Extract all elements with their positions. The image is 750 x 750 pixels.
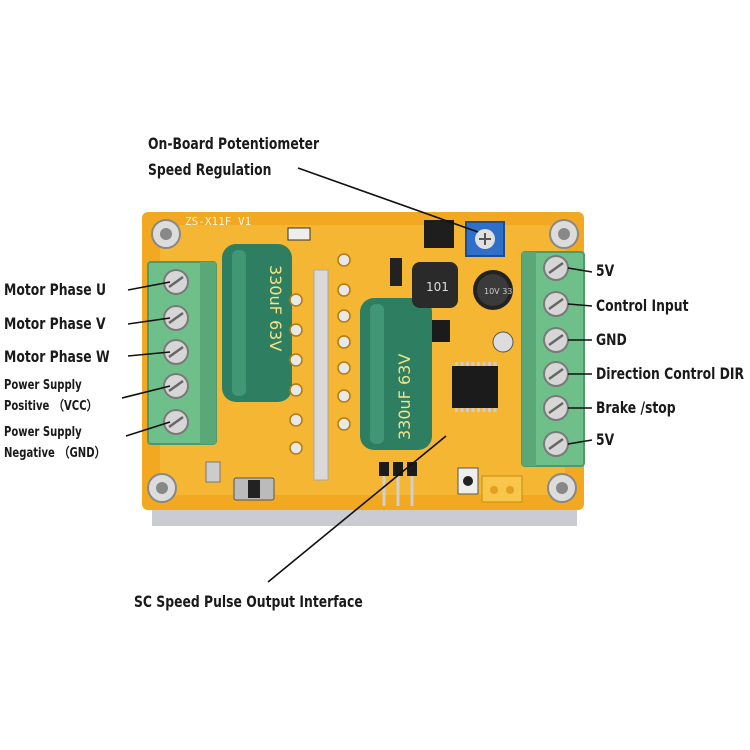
mounting-hole <box>147 473 177 503</box>
terminal-screw <box>163 409 189 435</box>
ic-pin <box>466 408 469 412</box>
leader-phase-v <box>127 317 171 325</box>
ic-pin <box>493 408 497 412</box>
capacitor-marking: 330uF 63V <box>266 265 285 351</box>
label-5v-top: 5V <box>596 261 615 280</box>
driver-ic <box>452 362 498 412</box>
terminal-screw <box>543 431 569 457</box>
leader-phase-w <box>127 351 171 357</box>
ic-pin <box>477 408 480 412</box>
left-terminal-block <box>147 261 217 445</box>
label-power-positive-line1: Power Supply <box>4 378 82 393</box>
solder-pad <box>289 323 303 337</box>
leader-phase-u <box>127 281 171 291</box>
leader-5v-bottom <box>567 439 593 445</box>
ic-pin <box>460 362 464 366</box>
terminal-screw <box>543 361 569 387</box>
label-potentiometer-line1: On-Board Potentiometer <box>148 134 320 153</box>
ic-pin <box>488 408 491 412</box>
leader-control-input <box>567 303 593 307</box>
ic-pin <box>482 362 486 366</box>
ic-pin <box>466 362 469 366</box>
mounting-hole <box>151 219 181 249</box>
ic-pin <box>471 362 475 366</box>
terminal-screw <box>543 327 569 353</box>
electrolytic-capacitor: 330uF 63V <box>360 298 432 450</box>
mounting-hole <box>547 473 577 503</box>
label-power-negative-line2: Negative （GND） <box>4 446 106 461</box>
sc-header <box>481 475 523 503</box>
ic-pin <box>455 408 458 412</box>
silkscreen-model: ZS-X11F V1 <box>185 215 251 228</box>
ic-pin <box>455 362 458 366</box>
terminal-screw <box>163 305 189 331</box>
label-power-negative-line1: Power Supply <box>4 425 82 440</box>
label-control-input: Control Input <box>596 296 689 315</box>
solder-pad <box>289 293 303 307</box>
leader-potentiometer <box>297 167 479 233</box>
ic-pin <box>488 362 491 366</box>
potentiometer <box>465 221 505 257</box>
smd-resistor <box>287 227 311 241</box>
solder-pad <box>337 335 351 349</box>
leader-lines <box>121 167 593 583</box>
electrolytic-capacitor: 330uF 63V <box>222 244 292 402</box>
solder-pad <box>337 361 351 375</box>
solder-pad <box>337 283 351 297</box>
label-direction-control: Direction Control DIR <box>596 364 745 383</box>
label-motor-phase-w: Motor Phase W <box>4 347 110 366</box>
ic-pin <box>482 408 486 412</box>
label-gnd-right: GND <box>596 330 627 349</box>
right-terminal-block <box>521 251 585 467</box>
leader-vcc <box>121 385 171 399</box>
terminal-screw <box>163 373 189 399</box>
mosfet-bar <box>313 269 329 481</box>
inductor: 101 <box>412 262 458 308</box>
solder-pad <box>289 353 303 367</box>
ic-pin <box>460 408 464 412</box>
leader-sc-output <box>267 435 447 583</box>
solder-pad <box>337 309 351 323</box>
small-capacitor: 10V 33 <box>473 270 513 310</box>
label-potentiometer-line2: Speed Regulation <box>148 160 272 179</box>
solder-pad <box>289 441 303 455</box>
terminal-screw <box>543 255 569 281</box>
leader-5v-top <box>567 267 593 273</box>
small-cap-marking: 10V 33 <box>484 287 512 296</box>
capacitor-marking: 330uF 63V <box>395 354 414 440</box>
smd-part <box>205 461 221 483</box>
label-sc-output: SC Speed Pulse Output Interface <box>134 592 363 611</box>
label-motor-phase-v: Motor Phase V <box>4 314 106 333</box>
label-power-positive-line2: Positive （VCC） <box>4 399 98 414</box>
inductor-marking: 101 <box>426 280 449 294</box>
solder-pad <box>289 383 303 397</box>
regulator-chip <box>424 220 454 248</box>
label-motor-phase-u: Motor Phase U <box>4 280 107 299</box>
ic-pin <box>477 362 480 366</box>
ic-pin <box>493 362 497 366</box>
solder-pad <box>337 389 351 403</box>
leader-gnd <box>125 421 171 437</box>
transistor <box>432 320 450 342</box>
terminal-screw <box>163 269 189 295</box>
terminal-screw <box>543 395 569 421</box>
solder-pad <box>337 253 351 267</box>
terminal-screw <box>543 291 569 317</box>
crystal <box>492 331 514 353</box>
mounting-hole <box>549 219 579 249</box>
ic-pin <box>471 408 475 412</box>
header-pin <box>379 462 389 506</box>
label-5v-bottom: 5V <box>596 430 615 449</box>
header-pin <box>393 462 403 506</box>
header-pin <box>407 462 417 506</box>
label-brake-stop: Brake /stop <box>596 398 676 417</box>
diode <box>390 258 402 286</box>
solder-pad <box>289 413 303 427</box>
solder-pad <box>337 417 351 431</box>
